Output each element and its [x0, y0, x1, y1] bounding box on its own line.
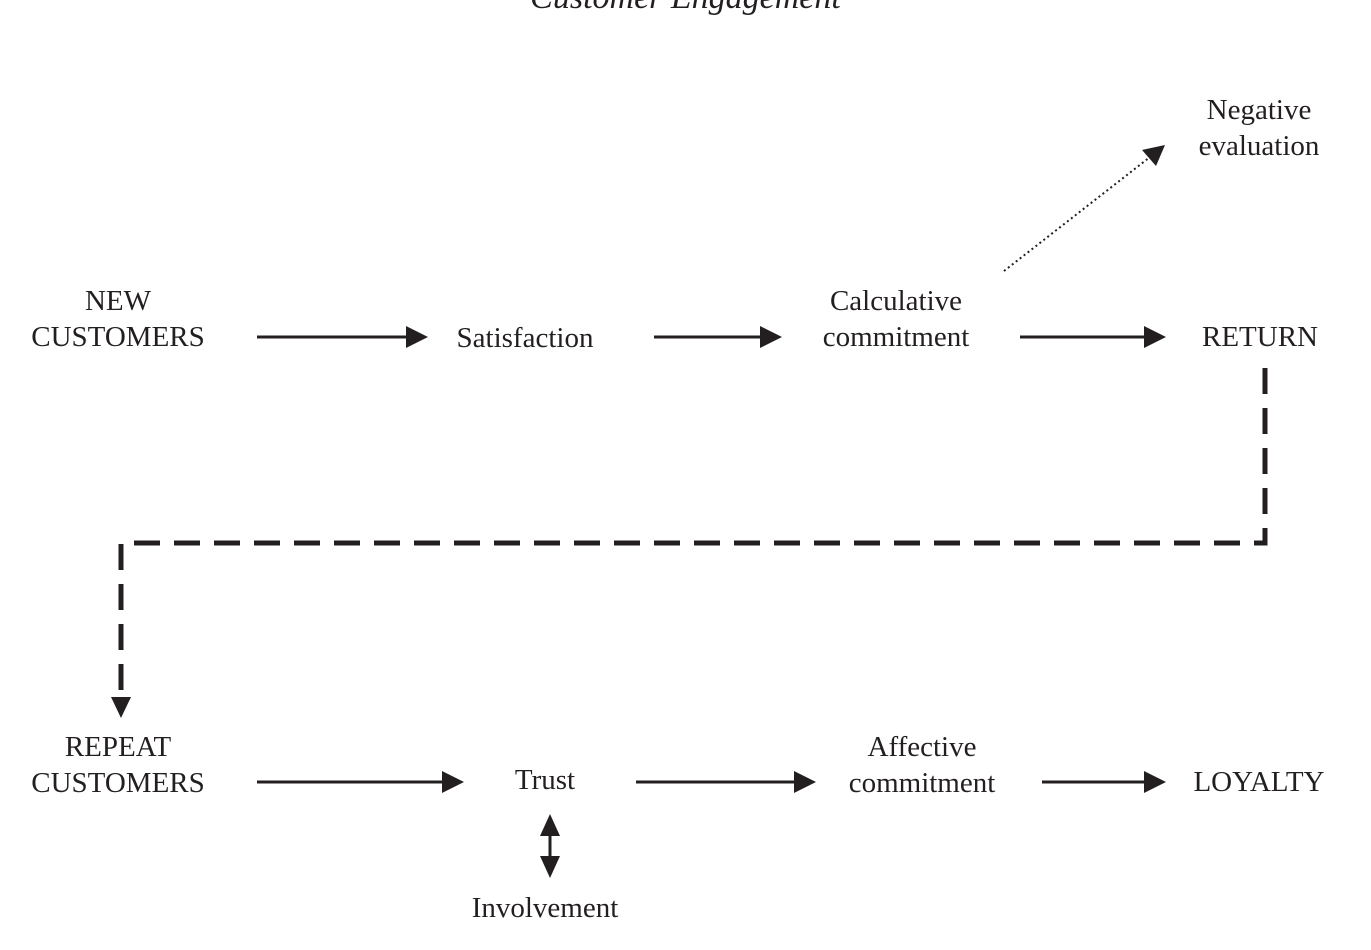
diagram-title: Customer Engagement: [0, 0, 1371, 18]
arrow-trust-involvement-bidirectional: [540, 814, 560, 878]
arrow-return-to-repeat-customers: [111, 368, 1268, 718]
node-new-customers: NEW CUSTOMERS: [14, 283, 222, 355]
node-calculative-commitment-line1: Calculative: [829, 285, 963, 317]
node-negative-evaluation-line2: evaluation: [1198, 130, 1320, 162]
node-calculative-commitment-line2: commitment: [822, 321, 970, 353]
node-repeat-customers-line2: CUSTOMERS: [31, 767, 205, 799]
node-loyalty: LOYALTY: [1193, 766, 1325, 798]
node-new-customers-line1: NEW: [84, 285, 152, 317]
node-trust: Trust: [514, 764, 576, 796]
node-repeat-customers: REPEAT CUSTOMERS: [14, 729, 222, 801]
node-negative-evaluation: Negative evaluation: [1174, 92, 1344, 164]
node-involvement: Involvement: [471, 892, 619, 924]
arrow-calculative-to-negative-evaluation: [1003, 145, 1165, 272]
node-affective-commitment: Affective commitment: [822, 729, 1022, 801]
node-affective-commitment-line1: Affective: [867, 731, 977, 763]
arrow-new-customers-to-satisfaction: [257, 326, 428, 348]
arrow-repeat-customers-to-trust: [257, 771, 464, 793]
node-new-customers-line2: CUSTOMERS: [31, 321, 205, 353]
node-calculative-commitment: Calculative commitment: [796, 283, 996, 355]
arrow-satisfaction-to-calculative: [654, 326, 782, 348]
arrow-calculative-to-return: [1020, 326, 1166, 348]
node-return: RETURN: [1202, 321, 1318, 353]
node-affective-commitment-line2: commitment: [848, 767, 996, 799]
arrow-affective-to-loyalty: [1042, 771, 1166, 793]
node-negative-evaluation-line1: Negative: [1206, 94, 1312, 126]
node-repeat-customers-line1: REPEAT: [64, 731, 172, 763]
arrow-trust-to-affective: [636, 771, 816, 793]
node-satisfaction: Satisfaction: [456, 322, 594, 354]
